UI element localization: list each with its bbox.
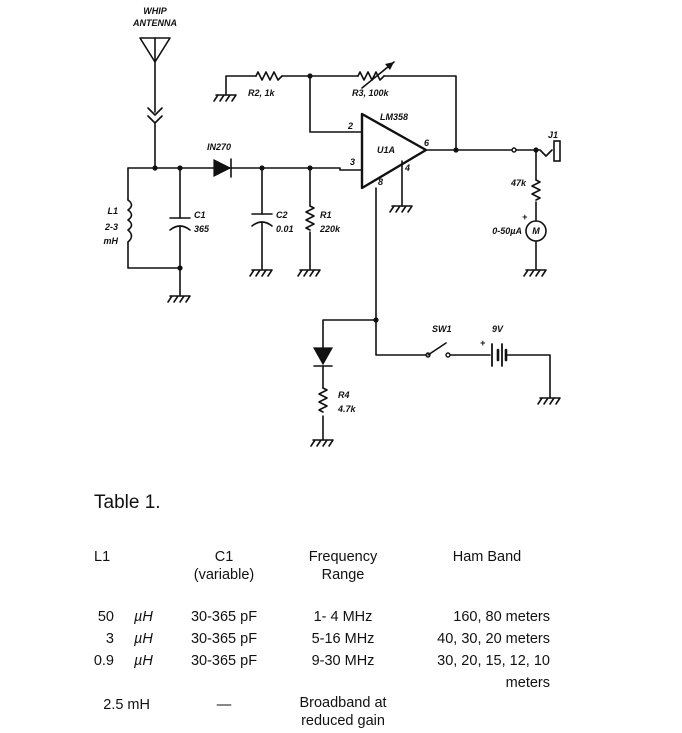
header-ham-band: Ham Band bbox=[452, 549, 522, 565]
table-title: Table 1. bbox=[94, 492, 161, 513]
detector-load-wiring bbox=[259, 165, 313, 267]
feedback-wiring bbox=[225, 73, 457, 151]
table-1: Table 1. L1 C1 (variable) Frequency Rang… bbox=[0, 480, 682, 733]
battery-value: 9V bbox=[492, 324, 504, 334]
capacitor-c2-symbol bbox=[251, 213, 273, 227]
r1-value: 220k bbox=[319, 224, 341, 234]
resistor-r4-symbol bbox=[318, 387, 328, 413]
header-l1: L1 bbox=[94, 549, 111, 565]
antenna-label-line1: WHIP bbox=[143, 6, 167, 16]
row2-band: 40, 30, 20 meters bbox=[437, 631, 550, 647]
battery-plus: + bbox=[480, 338, 486, 348]
row1-c1: 30-365 pF bbox=[190, 609, 258, 625]
row3-freq: 9-30 MHz bbox=[311, 653, 375, 669]
battery-9v-symbol bbox=[491, 343, 508, 367]
switch-sw1-symbol bbox=[425, 342, 451, 358]
row4-freq: Broadband at reduced gain bbox=[299, 694, 386, 730]
opamp-u1a-symbol bbox=[360, 112, 428, 190]
resistor-r2-symbol bbox=[255, 71, 283, 81]
ground-r2-icon bbox=[213, 94, 237, 102]
pin-in-plus: 3 bbox=[350, 157, 355, 167]
ground-r4-icon bbox=[310, 439, 334, 447]
meter-resistor-label: 47k bbox=[510, 178, 527, 188]
c2-ref: C2 bbox=[276, 210, 288, 220]
r4-value: 4.7k bbox=[337, 404, 357, 414]
led-symbol bbox=[312, 347, 334, 367]
pin-out: 6 bbox=[424, 138, 430, 148]
row1-l1-value: 50 bbox=[97, 609, 114, 625]
opamp-gnd-wiring bbox=[389, 160, 413, 213]
meter-symbol bbox=[525, 220, 547, 242]
header-freq-line2: Range bbox=[321, 567, 365, 583]
jack-ref: J1 bbox=[548, 130, 558, 140]
output-wiring bbox=[425, 147, 539, 271]
row4-freq-line2: reduced gain bbox=[301, 713, 385, 729]
meter-symbol-letter: M bbox=[532, 226, 540, 236]
header-freq-line1: Frequency bbox=[308, 549, 378, 565]
r2-label: R2, 1k bbox=[248, 88, 276, 98]
power-wiring bbox=[322, 187, 551, 441]
ground-battery-icon bbox=[537, 397, 561, 405]
row3-band-line2: meters bbox=[505, 675, 550, 691]
row2-freq: 5-16 MHz bbox=[311, 631, 375, 647]
row1-band: 160, 80 meters bbox=[453, 609, 550, 625]
resistor-47k-symbol bbox=[531, 179, 541, 201]
ground-c1-icon bbox=[167, 291, 191, 303]
row3-band-line1: 30, 20, 15, 12, 10 bbox=[437, 653, 550, 669]
meter-plus: + bbox=[522, 212, 528, 222]
meter-range-label: 0-50µA bbox=[492, 226, 522, 236]
row4-l1-value: 2.5 mH bbox=[103, 697, 150, 713]
r3-label: R3, 100k bbox=[352, 88, 390, 98]
ground-c2-icon bbox=[249, 265, 273, 277]
tank-wiring bbox=[127, 165, 363, 293]
ground-meter-icon bbox=[523, 269, 547, 277]
opamp-ic-label: LM358 bbox=[380, 112, 408, 122]
header-c1-line2: (variable) bbox=[193, 567, 255, 583]
header-c1: C1 (variable) bbox=[194, 548, 254, 584]
row1-freq: 1- 4 MHz bbox=[313, 609, 373, 625]
row1-l1-unit: µH bbox=[134, 609, 153, 625]
row3-l1-value: 0.9 bbox=[93, 653, 114, 669]
l1-value-line2: mH bbox=[103, 236, 118, 246]
header-c1-line1: C1 bbox=[214, 549, 234, 565]
c1-value: 365 bbox=[194, 224, 210, 234]
header-frequency: Frequency Range bbox=[309, 548, 378, 584]
jack-j1-symbol bbox=[511, 140, 561, 162]
row2-l1-value: 3 bbox=[105, 631, 114, 647]
pin-in-minus: 2 bbox=[347, 121, 353, 131]
r1-ref: R1 bbox=[320, 210, 332, 220]
pin-vcc: 8 bbox=[378, 177, 383, 187]
r4-ref: R4 bbox=[338, 390, 350, 400]
circuit-schematic: WHIP ANTENNA L1 2-3 mH C1 365 IN270 bbox=[103, 6, 561, 447]
diode-ref: IN270 bbox=[207, 142, 231, 152]
c2-value: 0.01 bbox=[276, 224, 294, 234]
row4-c1: — bbox=[216, 697, 232, 713]
diode-in270-symbol bbox=[213, 158, 232, 178]
row3-c1: 30-365 pF bbox=[190, 653, 258, 669]
row3-l1-unit: µH bbox=[134, 653, 153, 669]
inductor-l1-symbol bbox=[127, 199, 133, 243]
whip-antenna-symbol bbox=[139, 37, 171, 169]
potentiometer-r3-symbol bbox=[357, 61, 395, 89]
capacitor-c1-symbol bbox=[169, 217, 191, 231]
row2-l1-unit: µH bbox=[134, 631, 153, 647]
resistor-r1-symbol bbox=[305, 205, 315, 231]
l1-ref: L1 bbox=[107, 206, 118, 216]
opamp-ref: U1A bbox=[377, 145, 395, 155]
row4-freq-line1: Broadband at bbox=[299, 695, 387, 711]
pin-gnd: 4 bbox=[404, 163, 410, 173]
switch-ref: SW1 bbox=[432, 324, 452, 334]
l1-value-line1: 2-3 bbox=[104, 222, 118, 232]
c1-ref: C1 bbox=[194, 210, 206, 220]
ground-r1-icon bbox=[297, 265, 321, 277]
row2-c1: 30-365 pF bbox=[190, 631, 258, 647]
antenna-label-line2: ANTENNA bbox=[132, 18, 177, 28]
